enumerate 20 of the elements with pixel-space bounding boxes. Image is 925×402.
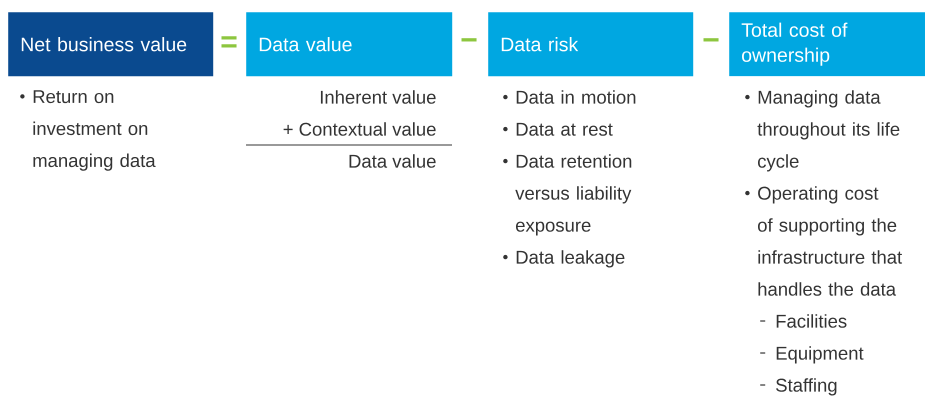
header-box: Net business value <box>8 12 214 76</box>
operator-sign: − <box>462 38 477 42</box>
bullet-item: Data in motion <box>516 90 636 104</box>
header-box: Data value <box>246 12 452 76</box>
header-box: Total cost of ownership <box>729 12 925 76</box>
bullet-item: Return on investment on managing data <box>33 90 156 171</box>
sum-line: Inherent value <box>320 90 436 104</box>
bullet-item: Managing data throughout its life cycle <box>758 90 900 172</box>
header-box: Data risk <box>488 12 694 76</box>
bullet-item: Data retention versus liability exposure <box>515 154 632 236</box>
bullet-item: Data at rest <box>516 122 613 136</box>
sum-line: + Contextual value <box>284 122 436 136</box>
sub-item: Equipment <box>776 346 864 364</box>
bullet-item: Operating cost of supporting the infrastructure that handles the data <box>758 186 902 296</box>
operator-sign: = <box>221 36 237 48</box>
bullet-item: Data leakage <box>516 250 624 268</box>
sub-item: Facilities <box>776 314 846 328</box>
operator-sign: − <box>704 38 719 42</box>
sum-line: Data value <box>350 154 436 168</box>
sub-item: Staffing <box>776 378 836 396</box>
